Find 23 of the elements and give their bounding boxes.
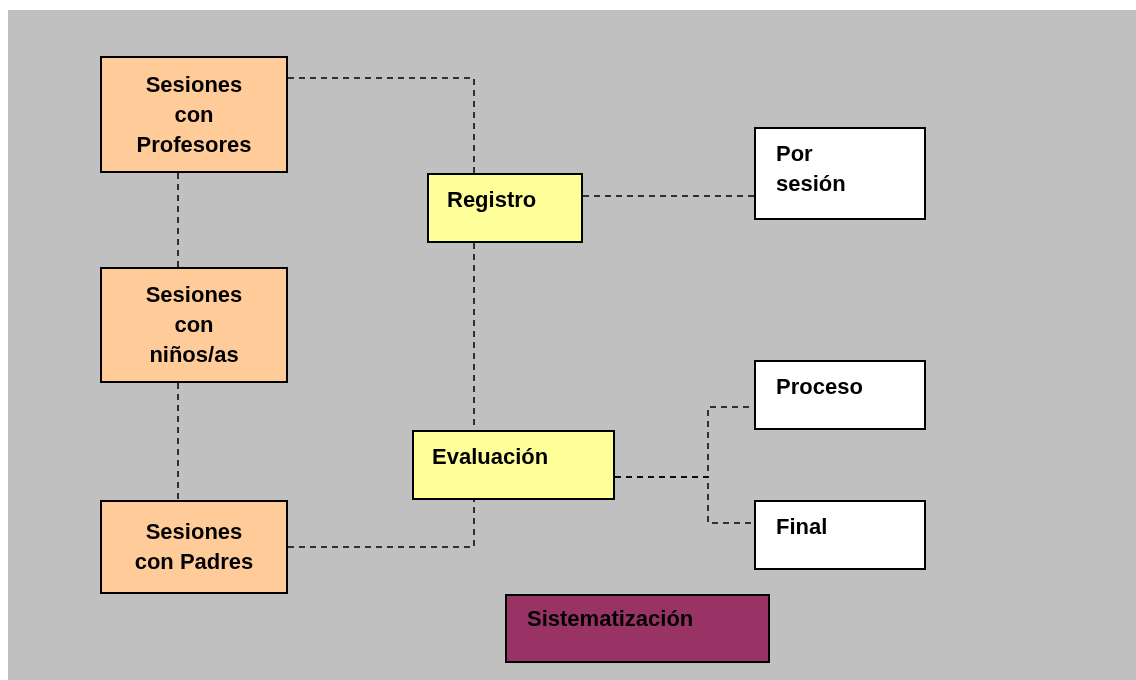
- output-box: [754, 500, 926, 570]
- node-label: Por sesión: [776, 140, 847, 198]
- node-label: Evaluación: [432, 443, 549, 471]
- node-label: Registro: [447, 186, 537, 214]
- connector-line: [287, 499, 475, 548]
- summary-box: [505, 594, 770, 663]
- output-box: [754, 127, 926, 220]
- node-label: Proceso: [776, 373, 863, 401]
- session-box: [100, 267, 288, 383]
- activity-box: [427, 173, 583, 243]
- connector-line: [582, 195, 755, 197]
- connector-line: [287, 77, 475, 174]
- node-label: Sistematización: [527, 605, 694, 633]
- session-box: [100, 56, 288, 173]
- node-label: Sesiones con Profesores: [135, 70, 253, 159]
- activity-box: [412, 430, 615, 500]
- output-box: [754, 360, 926, 430]
- node-label: Sesiones con Padres: [133, 518, 255, 576]
- node-label: Sesiones con niños/as: [144, 281, 244, 369]
- connector-line: [177, 382, 179, 501]
- connector-line: [177, 172, 179, 268]
- session-box: [100, 500, 288, 594]
- node-label: Final: [776, 513, 828, 541]
